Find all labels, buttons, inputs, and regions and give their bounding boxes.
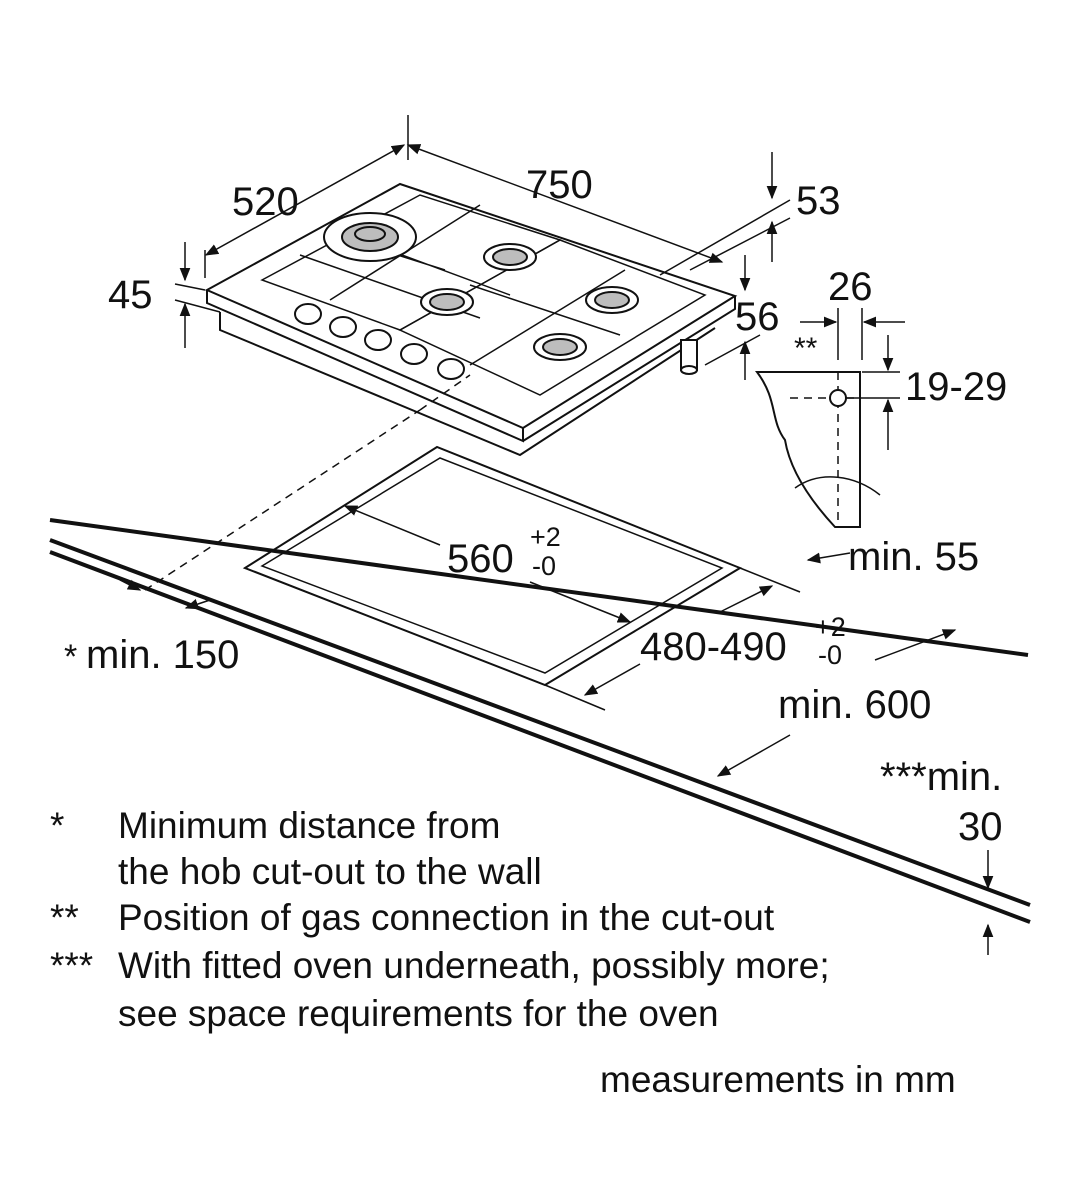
label-min-wall-marker: * xyxy=(64,638,77,676)
control-knobs xyxy=(294,303,465,380)
hob-dimension-lines xyxy=(174,115,791,380)
label-oven-clearance-value: 30 xyxy=(958,805,1003,849)
worktop-front-top xyxy=(49,538,1031,907)
label-cutout-width-tol-plus: +2 xyxy=(530,522,561,552)
label-hob-width: 750 xyxy=(526,163,593,207)
worktop-drawing xyxy=(49,374,1031,955)
label-gas-offset: 56 xyxy=(735,295,780,339)
label-gas-marker: ** xyxy=(794,332,818,365)
label-gas-distance: 26 xyxy=(828,265,873,309)
label-gas-height: 19-29 xyxy=(905,365,1007,409)
burner-front-left xyxy=(420,288,474,316)
gas-pipe-icon xyxy=(829,389,847,407)
label-edge-offset: 53 xyxy=(796,179,841,223)
label-hob-depth: 520 xyxy=(232,180,299,224)
hob-base xyxy=(219,312,716,457)
hob-side-edge xyxy=(522,296,736,442)
label-cutout-depth: 480-490 xyxy=(640,625,787,669)
gas-connection-profile xyxy=(755,308,905,528)
note-1-marker: * xyxy=(50,805,64,846)
burner-rear-right xyxy=(585,286,639,314)
units-label: measurements in mm xyxy=(600,1059,956,1100)
note-3-line-2: see space requirements for the oven xyxy=(118,993,719,1034)
note-3-marker: *** xyxy=(50,945,93,986)
footnotes: * Minimum distance from the hob cut-out … xyxy=(50,805,956,1100)
burner-wok xyxy=(323,212,417,262)
label-min-wall: min. 150 xyxy=(86,633,239,677)
label-hob-height: 45 xyxy=(108,273,153,317)
note-1-line-2: the hob cut-out to the wall xyxy=(118,851,542,892)
label-min-front: min. 55 xyxy=(848,535,979,579)
label-worktop-depth: min. 600 xyxy=(778,683,931,727)
burner-rear-middle xyxy=(483,243,537,271)
worktop-back-edge xyxy=(49,518,1029,657)
label-cutout-width-tol-minus: -0 xyxy=(532,551,556,581)
label-cutout-width: 560 xyxy=(447,537,514,581)
label-oven-clearance-marker: ***min. xyxy=(880,755,1002,799)
hob-front-edge xyxy=(206,290,524,443)
note-2-marker: ** xyxy=(50,897,79,938)
gas-connector xyxy=(680,339,698,375)
burner-front-right xyxy=(533,333,587,361)
note-1-line-1: Minimum distance from xyxy=(118,805,500,846)
label-cutout-depth-tol-minus: -0 xyxy=(818,640,842,670)
note-2-line-1: Position of gas connection in the cut-ou… xyxy=(118,897,775,938)
hob-drawing xyxy=(204,182,738,457)
worktop-profile xyxy=(755,371,861,528)
worktop-front-bottom xyxy=(49,550,1031,924)
label-cutout-depth-tol-plus: +2 xyxy=(815,612,846,642)
cutout-inner xyxy=(260,457,724,674)
note-3-line-1: With fitted oven underneath, possibly mo… xyxy=(118,945,830,986)
